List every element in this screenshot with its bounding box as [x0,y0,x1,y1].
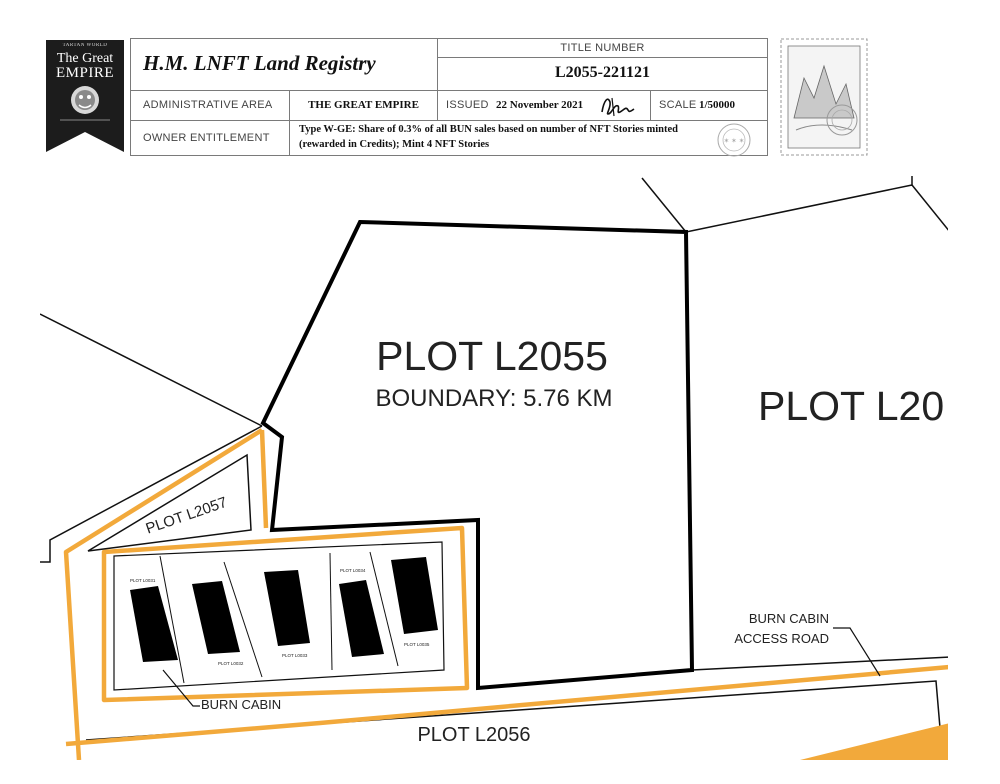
cabin-building-5 [391,557,438,634]
burn-cabin-label: BURN CABIN [201,697,281,712]
access-road-label-line1: BURN CABIN [749,611,829,626]
title-number-label: TITLE NUMBER [560,42,645,54]
scale-label: SCALE [659,99,697,111]
plot-l2057-boundary [87,453,252,552]
owner-text-line1: Type W-GE: Share of 0.3% of all BUN sale… [299,124,678,135]
signature-mark [601,97,635,117]
east-plot-label: PLOT L20 [758,383,944,429]
main-plot-boundary-label: BOUNDARY: 5.76 KM [376,385,613,412]
owner-text-line2: (rewarded in Credits); Mint 4 NFT Storie… [299,139,490,150]
subplot-label-l0035: PLOT L0035 [404,642,430,647]
banner-line1: The Great [56,51,114,66]
cabin-building-1 [130,586,178,662]
scale-value: 1/50000 [699,99,736,111]
main-plot-label: PLOT L2055 [376,333,608,379]
cabin-building-3 [264,570,310,646]
issued-date: 22 November 2021 [496,99,584,111]
owner-entitlement-label: OWNER ENTITLEMENT [143,132,270,144]
svg-text:✶ ✶ ✶: ✶ ✶ ✶ [723,137,744,145]
issued-label: ISSUED [446,99,489,111]
title-number: L2055-221121 [554,64,651,81]
round-seal-stamp: ✶ ✶ ✶ [717,123,751,157]
cabin-building-2 [192,581,240,654]
registry-title: H.M. LNFT Land Registry [143,51,376,75]
subplot-label-l0033: PLOT L0033 [282,653,308,658]
banner-text: TARTAN WORLD The Great EMPIRE [46,40,124,81]
postage-stamp [780,38,868,156]
plot-l2055-boundary [260,219,695,691]
cabin-building-4 [339,580,384,657]
road-network [63,428,948,760]
access-road-callout-line [833,627,881,677]
subplot-label-l0034: PLOT L0034 [340,568,366,573]
banner-line2: EMPIRE [55,65,114,81]
admin-area-label: ADMINISTRATIVE AREA [143,99,273,111]
owner-entitlement-cell: Type W-GE: Share of 0.3% of all BUN sale… [289,120,768,157]
subplot-label-l0031: PLOT L0031 [130,578,156,583]
registry-header: H.M. LNFT Land Registry TITLE NUMBER L20… [130,38,768,157]
road-corner-fill [800,723,948,760]
banner-shape [46,40,124,152]
burn-cabin-callout-line [162,669,200,707]
subplot-label-l0032: PLOT L0032 [218,661,244,666]
access-road-label-line2: ACCESS ROAD [734,631,829,646]
banner-small-text: TARTAN WORLD [62,43,108,48]
empire-banner-logo: TARTAN WORLD The Great EMPIRE [46,40,124,152]
admin-area-value: THE GREAT EMPIRE [308,99,419,111]
stamp-graphic [780,38,868,156]
burn-cabin-subplots [113,541,445,691]
plot-l2056-label: PLOT L2056 [417,724,530,746]
